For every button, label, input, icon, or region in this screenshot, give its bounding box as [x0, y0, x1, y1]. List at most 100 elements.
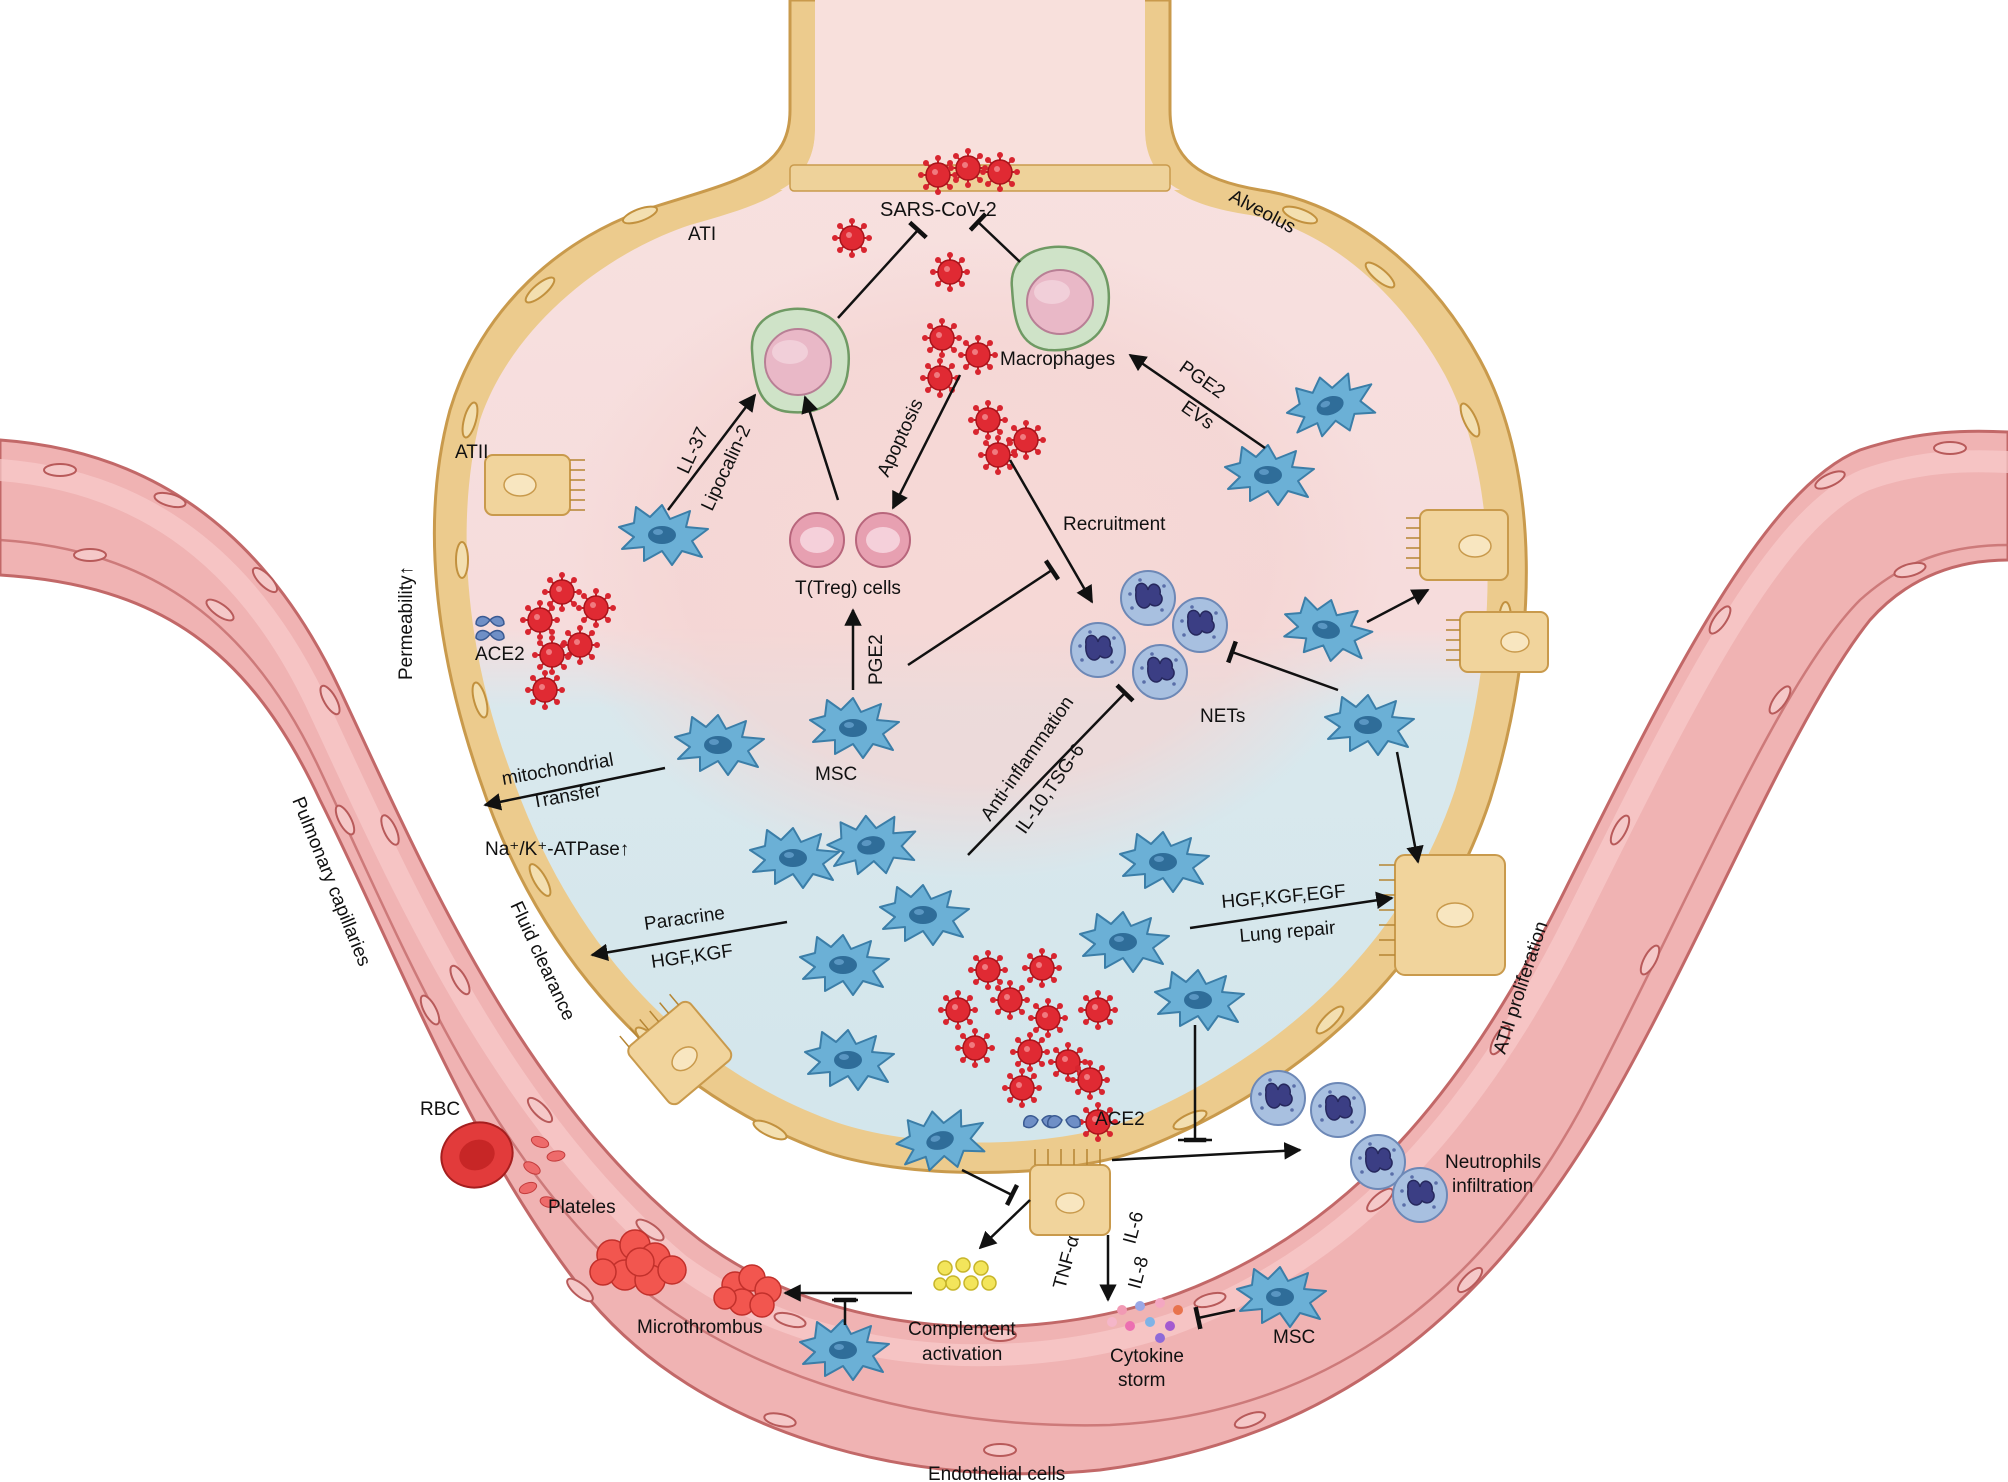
sars-cov-2-icon [968, 400, 1008, 440]
sars-cov-2-icon [1028, 998, 1068, 1038]
sars-cov-2-icon [922, 318, 962, 358]
sars-cov-2-particles [520, 148, 1118, 1142]
ace2-receptor-left [475, 615, 505, 641]
sars-cov-2-icon [520, 600, 560, 640]
label-na-k-atpase: Na⁺/K⁺-ATPase↑ [485, 839, 629, 860]
label-complement: Complement [908, 1319, 1016, 1340]
sars-cov-2-icon [525, 670, 565, 710]
treg-cells [789, 512, 911, 568]
alveolus-airway-top [780, 0, 1180, 190]
label-neutrophils: Neutrophils [1445, 1152, 1541, 1173]
sars-cov-2-icon [1078, 990, 1118, 1030]
macrophage-right [1010, 245, 1111, 352]
neutrophil-icon [1172, 597, 1228, 653]
label-il8: IL-8 [1125, 1254, 1154, 1291]
label-treg: T(Treg) cells [795, 578, 901, 599]
sars-cov-2-icon [542, 572, 582, 612]
sars-cov-2-icon [980, 152, 1020, 192]
sars-cov-2-icon [955, 1028, 995, 1068]
cytokine-particles [1107, 1298, 1183, 1343]
atii-cell-right-mid [1446, 611, 1549, 673]
vessel-lumen-highlight [0, 450, 2008, 1367]
msc-icon [1283, 596, 1374, 662]
neutrophil-icon [1132, 644, 1188, 700]
msc-icon [826, 814, 917, 876]
inner-pink-zone [555, 240, 1395, 880]
msc-icon [1236, 1266, 1327, 1328]
sars-cov-2-icon [1022, 948, 1062, 988]
sars-cov-2-icon [958, 335, 998, 375]
label-storm: storm [1118, 1370, 1166, 1391]
vessel-inner-edge [0, 538, 2008, 1427]
atii-cells [484, 454, 1549, 1236]
sars-cov-2-icon [930, 252, 970, 292]
atii-cell-right-lower [1379, 854, 1506, 976]
label-rbc: RBC [420, 1099, 460, 1120]
sars-cov-2-icon [1070, 1060, 1110, 1100]
label-cytokine: Cytokine [1110, 1346, 1184, 1367]
sars-cov-2-icon [948, 148, 988, 188]
sars-cov-2-icon [968, 950, 1008, 990]
microthrombus-large [589, 1229, 687, 1296]
neutrophil-icon [1350, 1134, 1406, 1190]
msc-icon [674, 714, 765, 776]
msc-icon [804, 1029, 895, 1091]
sars-cov-2-icon [1006, 420, 1046, 460]
alveolus [432, 0, 1528, 1174]
neutrophil-icon [1070, 622, 1126, 678]
msc-icon [799, 934, 890, 996]
label-permeability: Permeability↑ [396, 566, 417, 680]
label-microthrombus: Microthrombus [637, 1317, 763, 1338]
label-plateles: Plateles [548, 1197, 616, 1218]
atii-cell-right-upper [1406, 509, 1509, 581]
sars-cov-2-icon [920, 358, 960, 398]
sars-cov-2-icon [560, 625, 600, 665]
arrows [483, 212, 1430, 1330]
rbc [440, 1121, 514, 1189]
sars-cov-2-icon [918, 155, 958, 195]
label-activation: activation [922, 1344, 1002, 1365]
macrophage-left [750, 307, 850, 414]
label-msc-center: MSC [815, 764, 857, 785]
msc-icon [809, 697, 900, 759]
label-il6: IL-6 [1120, 1209, 1149, 1246]
label-msc-right: MSC [1273, 1327, 1315, 1348]
label-recruitment: Recruitment [1063, 514, 1166, 535]
sars-cov-2-icon [1078, 1102, 1118, 1142]
microthrombus-small [713, 1264, 782, 1318]
neutrophil-icon [1310, 1082, 1366, 1138]
atii-cell-bottom-left [619, 993, 733, 1106]
msc-icon [799, 1319, 890, 1381]
label-infiltration: infiltration [1452, 1176, 1533, 1197]
sars-cov-2-icon [990, 980, 1030, 1020]
atii-cell-left-upper [484, 454, 585, 516]
msc-icon [1079, 911, 1170, 973]
msc-cells [618, 372, 1415, 1381]
sars-cov-2-icon [832, 218, 872, 258]
msc-icon [895, 1109, 986, 1172]
msc-icon [749, 827, 840, 889]
label-tnf: TNF-α [1050, 1233, 1084, 1291]
label-ace2-left: ACE2 [475, 644, 525, 665]
msc-icon [879, 884, 970, 946]
neutrophil-icon [1250, 1070, 1306, 1126]
msc-icon [618, 504, 709, 566]
ace2-receptor-bottom [1023, 1115, 1081, 1129]
platelets [518, 1135, 566, 1208]
atii-cell-bottom-center [1029, 1149, 1111, 1236]
neutrophils [1070, 570, 1448, 1223]
sars-cov-2-icon [1002, 1068, 1042, 1108]
label-pge2-mid: PGE2 [866, 634, 887, 685]
msc-icon [1119, 831, 1210, 893]
label-macrophages: Macrophages [1000, 349, 1115, 370]
label-ace2-bottom: ACE2 [1095, 1109, 1145, 1130]
sars-cov-2-icon [576, 588, 616, 628]
label-ati: ATI [688, 224, 716, 245]
msc-icon [1154, 969, 1245, 1031]
msc-icon [1285, 372, 1377, 438]
label-endothelial: Endothelial cells [928, 1464, 1065, 1482]
label-nets: NETs [1200, 706, 1245, 727]
sars-cov-2-icon [938, 990, 978, 1030]
